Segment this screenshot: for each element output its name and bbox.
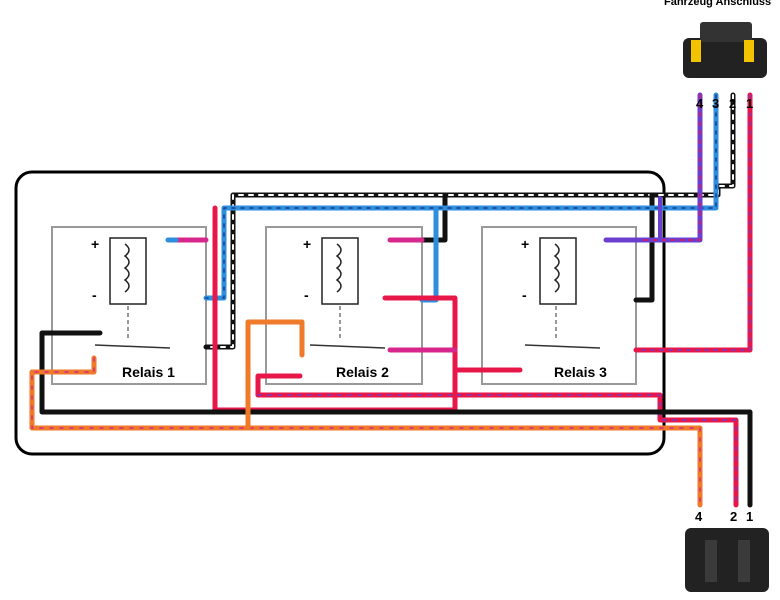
top-pin-4: 4 [696, 96, 704, 111]
wire-purple-main [633, 92, 703, 243]
top-connector-seal-left [691, 40, 701, 62]
relay-3: + - Relais 3 [481, 226, 637, 385]
wire-orange-stripe [31, 357, 701, 506]
top-connector-cap [700, 22, 752, 42]
top-pin-3: 3 [712, 96, 719, 111]
wire-red-output-stripe [257, 394, 737, 506]
relay-3-label: Relais 3 [554, 364, 607, 380]
bottom-pin-2: 2 [730, 509, 737, 524]
top-pin-1: 1 [746, 96, 753, 111]
wire-black-white-relay3 [633, 192, 655, 303]
relay-3-switch [524, 344, 601, 349]
housing-outline [14, 170, 666, 456]
wire-blue-stripe [205, 94, 717, 299]
wire-black-ground [39, 330, 753, 508]
top-connector-caption: Fahrzeug Anschluss [664, 0, 771, 8]
bottom-pin-1: 1 [746, 509, 753, 524]
relay-1-label: Relais 1 [122, 364, 175, 380]
bottom-connector-slot-2 [738, 540, 750, 582]
relay-1: + - Relais 1 [51, 226, 207, 385]
relay-2-switch [309, 344, 386, 349]
bottom-pin-4: 4 [695, 509, 703, 524]
relay-1-minus: - [92, 287, 97, 303]
relay-2-plus: + [303, 236, 311, 252]
relay-3-minus: - [522, 287, 527, 303]
top-pin-2: 2 [729, 96, 736, 111]
top-connector: Fahrzeug Anschluss 4 3 2 1 [664, 0, 771, 111]
relay-3-plus: + [521, 236, 529, 252]
relay-2-minus: - [304, 287, 309, 303]
bottom-connector: 4 2 1 [685, 509, 769, 592]
relay-1-coil-winding [123, 243, 130, 293]
relay-2-coil-winding [335, 243, 342, 293]
wire-purple-stripe [635, 94, 701, 241]
relay-3-coil-winding [553, 243, 560, 293]
relay-1-switch [94, 344, 171, 349]
wire-red-relay2-contact [255, 373, 303, 398]
wire-blue-relay2 [419, 205, 439, 303]
wire-red-purple-stripe [635, 94, 751, 351]
bottom-connector-slot-1 [705, 540, 717, 582]
bottom-connector-body [685, 528, 769, 592]
wire-orange-relay2 [245, 319, 305, 431]
relay-2-coil-icon [321, 237, 359, 305]
relay-2-label: Relais 2 [336, 364, 389, 380]
relay-2: + - Relais 2 [265, 226, 423, 385]
top-connector-seal-right [744, 40, 754, 62]
relay-1-plus: + [91, 236, 99, 252]
